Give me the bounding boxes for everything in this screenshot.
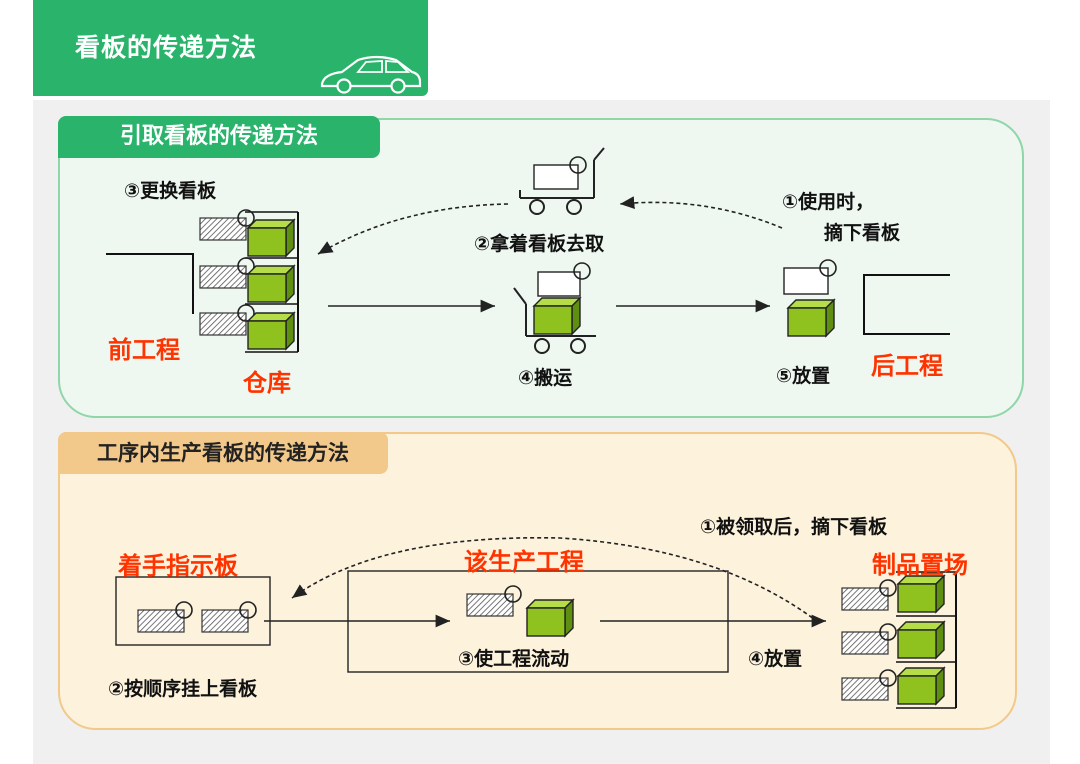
kanban-return-arrow	[291, 536, 819, 623]
this-process-label: 该生产工程	[464, 548, 584, 576]
warehouse-rack	[245, 211, 299, 353]
step2-label: ②拿着看板去取	[474, 233, 605, 255]
product-store-label: 制品置场	[872, 551, 968, 579]
kanban-card	[137, 601, 193, 633]
prod-step1-label: ①被领取后，摘下看板	[700, 516, 888, 538]
parts-box	[526, 599, 574, 637]
instruction-board-label: 着手指示板	[118, 552, 238, 580]
product-store-rack	[896, 571, 957, 709]
kanban-return-arrow	[619, 196, 783, 229]
step1-label-line1: ①使用时，	[782, 191, 875, 213]
page-title: 看板的传递方法	[75, 33, 258, 62]
parts-box	[533, 297, 581, 335]
car-icon	[320, 55, 422, 94]
step5-label: ⑤放置	[776, 365, 831, 387]
withdrawal-section-title: 引取看板的传递方法	[58, 116, 380, 158]
empty-cart-icon	[519, 147, 605, 215]
parts-box	[897, 575, 945, 613]
kanban-card	[466, 585, 522, 617]
warehouse-label: 仓库	[243, 369, 291, 397]
following-process-station	[783, 259, 837, 295]
kanban-card	[841, 669, 897, 701]
parts-box	[247, 312, 295, 350]
kanban-card	[199, 257, 255, 289]
header-banner: 看板的传递方法	[33, 0, 428, 96]
parts-box	[897, 667, 945, 705]
step1-label-line2: 摘下看板	[824, 222, 901, 244]
prod-step2-label: ②按顺序挂上看板	[108, 678, 258, 700]
instruction-board-frame	[115, 576, 271, 646]
parts-box	[247, 219, 295, 257]
prod-step3-label: ③使工程流动	[458, 648, 570, 670]
kanban-return-arrow	[317, 203, 509, 255]
following-process-label: 后工程	[871, 352, 943, 380]
loaded-cart-icon	[513, 262, 596, 354]
parts-box	[897, 621, 945, 659]
preceding-process-label: 前工程	[108, 336, 180, 364]
kanban-card	[199, 209, 255, 241]
preceding-process-bracket	[106, 253, 194, 314]
production-section-title: 工序内生产看板的传递方法	[58, 432, 388, 474]
parts-box	[247, 265, 295, 303]
parts-box	[787, 299, 835, 337]
kanban-card	[199, 304, 255, 336]
kanban-card	[841, 623, 897, 655]
step4-label: ④搬运	[518, 367, 573, 389]
kanban-card	[201, 601, 257, 633]
step3-label: ③更换看板	[124, 180, 217, 202]
following-process-bracket	[863, 274, 950, 335]
prod-step4-label: ④放置	[748, 648, 803, 670]
kanban-card	[841, 579, 897, 611]
